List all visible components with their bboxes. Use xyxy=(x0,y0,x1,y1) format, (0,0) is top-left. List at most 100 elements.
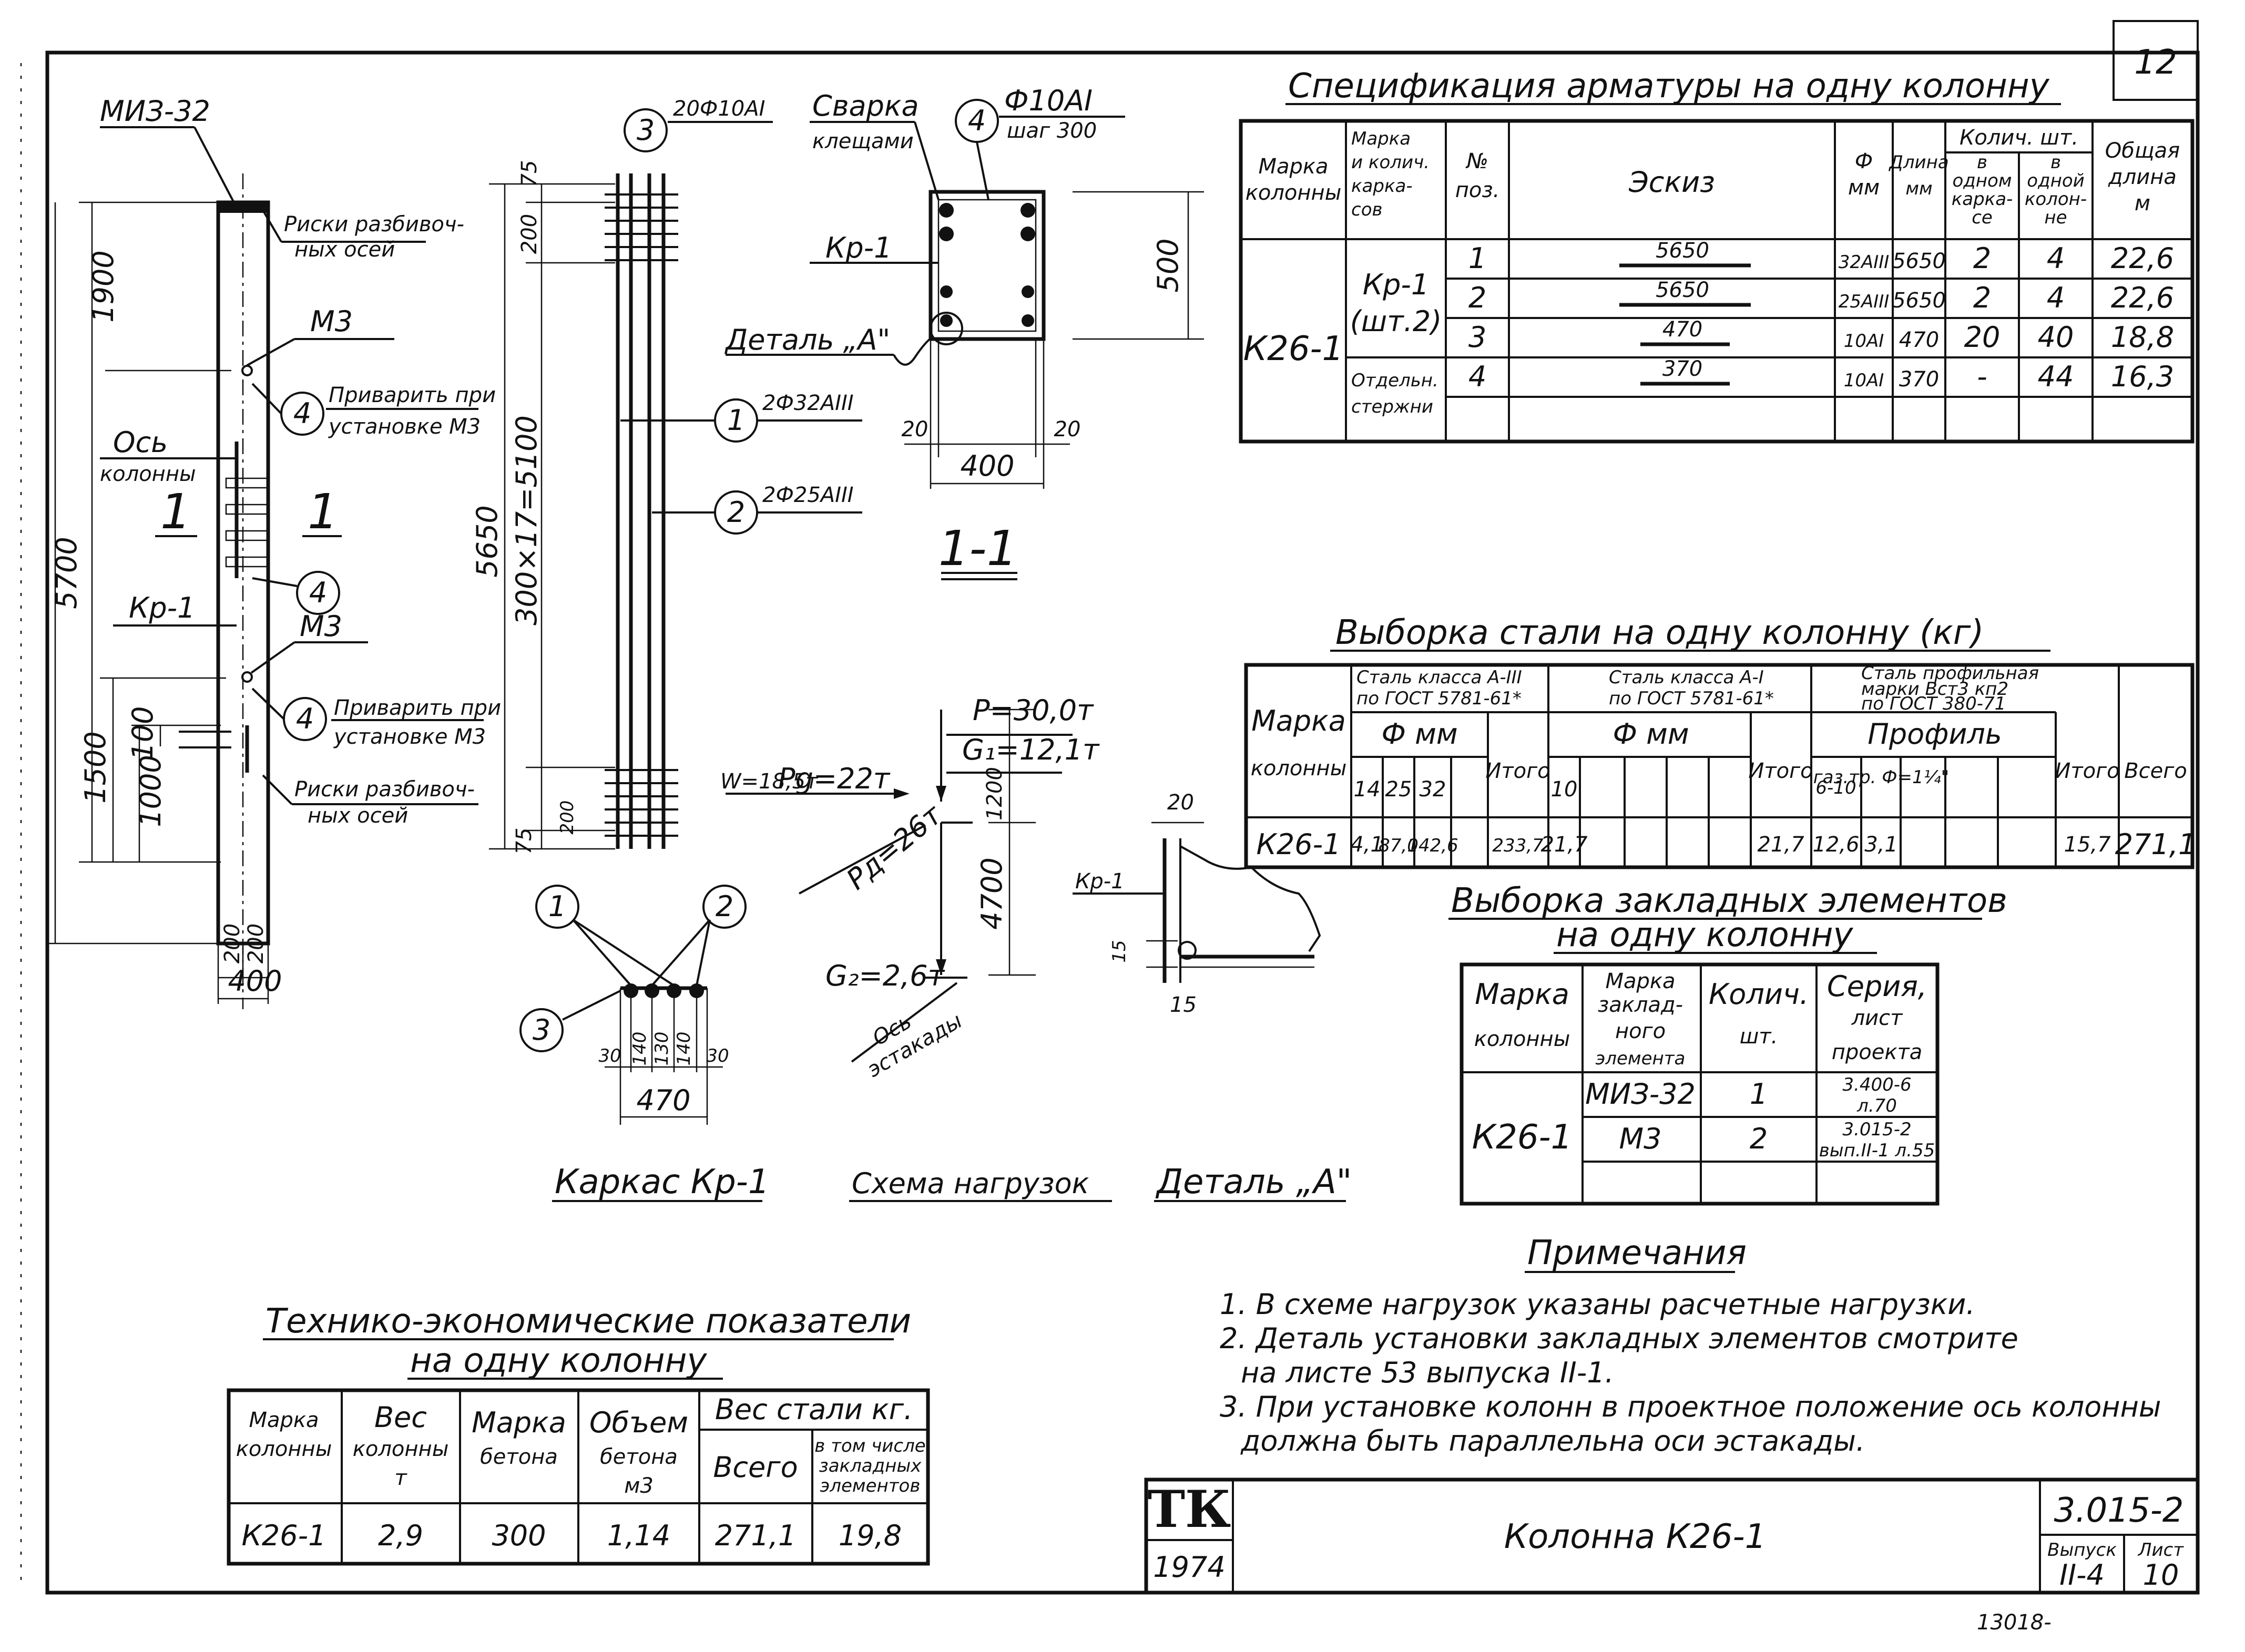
stamp-logo: ТК xyxy=(1148,1480,1231,1539)
list-value: 10 xyxy=(2143,1558,2179,1592)
spec-otd-1: Отдельн. xyxy=(1351,370,1438,391)
spec-h-kolich: Колич. шт. xyxy=(1960,126,2078,150)
list-label: Лист xyxy=(2137,1540,2184,1561)
section-kp-label: Кр-1 xyxy=(825,231,892,264)
steel-h-d32: 32 xyxy=(1420,777,1446,802)
spec-h-dlina-2: мм xyxy=(1905,178,1932,199)
tep-h-ves-stali: Вес стали кг. xyxy=(715,1393,913,1426)
svg-text:3: 3 xyxy=(637,114,655,147)
svg-text:370: 370 xyxy=(1662,357,1702,381)
riski-top-1: Риски разбивоч- xyxy=(284,212,464,237)
sect-dim-140-b: 140 xyxy=(674,1032,695,1066)
svg-text:12,6: 12,6 xyxy=(1812,833,1859,857)
spec-h-eskiz: Эскиз xyxy=(1628,166,1715,199)
emb-row: М3 2 3.015-2 вып.II-1 л.55 xyxy=(1619,1119,1935,1161)
dim-5700: 5700 xyxy=(50,537,83,609)
tep-h-vsego: Всего xyxy=(713,1451,798,1484)
section-dim-500: 500 xyxy=(1151,238,1185,292)
emb-h-zakl-4: элемента xyxy=(1596,1048,1686,1069)
dim-100: 100 xyxy=(126,706,159,760)
steel-h-profile: Профиль xyxy=(1868,717,2002,751)
vypusk-value: II-4 xyxy=(2059,1558,2105,1592)
notes: Примечания 1. В схеме нагрузок указаны р… xyxy=(1220,1234,2161,1458)
cage-kp1: 3 20Ф10АI 1 2Ф32АIII 2 2Ф25АIII 75 200 5… xyxy=(471,97,862,1202)
svg-text:5650: 5650 xyxy=(1892,289,1946,313)
sect-dim-130: 130 xyxy=(651,1032,672,1066)
callout-3-sect xyxy=(519,1008,564,1052)
steel-h-d10: 10 xyxy=(1551,777,1578,802)
sheet-title: Колонна К26-1 xyxy=(1504,1517,1767,1556)
steel-h-marka-2: колонны xyxy=(1251,756,1347,781)
spec-h-vc-3: колон- xyxy=(2025,189,2087,210)
notes-title: Примечания xyxy=(1527,1234,1747,1273)
spec-h-total-2: длина xyxy=(2108,165,2177,189)
svg-text:2: 2 xyxy=(1468,281,1486,314)
tep-h-ves-1: Вес xyxy=(374,1401,427,1434)
sheet-number-box: 12 xyxy=(2113,20,2199,101)
steel-h-phi-a3: Ф мм xyxy=(1381,717,1457,751)
spec-karkas-mark-2: (шт.2) xyxy=(1350,305,1442,338)
spec-row: 3 470 10АI 470 20 40 18,8 xyxy=(1468,317,2174,354)
spec-h-vk-1: в xyxy=(1977,152,1987,173)
steel-h-d14: 14 xyxy=(1354,777,1381,802)
svg-text:3,1: 3,1 xyxy=(1864,833,1898,857)
svg-text:10АI: 10АI xyxy=(1844,370,1884,391)
section-dim-20-right: 20 xyxy=(1054,417,1081,442)
svg-text:16,3: 16,3 xyxy=(2111,360,2174,393)
bar-2-label: 2Ф25АIII xyxy=(762,483,854,507)
emb-row: МИЗ-32 1 3.400-6 л.70 xyxy=(1585,1074,1912,1116)
cage-dim-200-top: 200 xyxy=(517,214,542,254)
svg-text:4: 4 xyxy=(2047,281,2065,314)
tep-h-beton-2: бетона xyxy=(480,1445,558,1469)
detail-dim-15-a: 15 xyxy=(1109,940,1130,962)
sheet-code: 3.015-2 xyxy=(2054,1491,2183,1530)
miz-label: МИЗ-32 xyxy=(100,95,210,128)
svg-text:К26-1: К26-1 xyxy=(242,1519,326,1552)
note-line-4: 3. При установке колонн в проектное поло… xyxy=(1220,1390,2161,1423)
spec-row: 2 5650 25АIII 5650 2 4 22,6 xyxy=(1468,278,2174,314)
tep-h-obem-3: м3 xyxy=(624,1474,654,1498)
spec-h-vc-2: одной xyxy=(2027,170,2084,191)
detail-dim-20: 20 xyxy=(1167,791,1194,815)
spec-h-dlina-1: Длина xyxy=(1888,152,1948,173)
spec-h-marka-1: Марка xyxy=(1258,155,1328,179)
detail-kp: Кр-1 xyxy=(1075,869,1125,894)
dim-1500: 1500 xyxy=(79,731,112,803)
spec-h-karkas-1: Марка xyxy=(1351,128,1411,149)
svg-text:3.400-6: 3.400-6 xyxy=(1842,1074,1911,1095)
tep-h-ves-3: т xyxy=(394,1466,407,1490)
svg-text:21,7: 21,7 xyxy=(1540,833,1588,857)
spec-row: 4 370 10АI 370 - 44 16,3 xyxy=(1468,357,2174,393)
tep-title-2: на одну колонну xyxy=(410,1341,707,1380)
svg-text:4: 4 xyxy=(2047,242,2065,275)
svg-text:470: 470 xyxy=(1899,328,1939,352)
emb-column-mark: К26-1 xyxy=(1472,1118,1573,1157)
sect-dim-140-a: 140 xyxy=(629,1032,650,1066)
tep-row: К26-1 2,9 300 1,14 271,1 19,8 xyxy=(242,1519,902,1552)
spec-h-poz-2: поз. xyxy=(1455,178,1500,202)
load-g2: G₂=2,6т xyxy=(825,959,945,992)
spec-h-vk-3: карка- xyxy=(1952,189,2013,210)
column-elevation: МИЗ-32 Риски разбивоч- ных осей М3 4 При… xyxy=(47,95,501,1009)
m3-bottom-label: М3 xyxy=(300,610,342,643)
dim-200-b: 200 xyxy=(244,924,268,963)
emb-h-marka-2: колонны xyxy=(1474,1027,1570,1051)
svg-text:4,1: 4,1 xyxy=(1350,833,1384,857)
spec-h-vc-4: не xyxy=(2044,207,2067,228)
svg-text:271,1: 271,1 xyxy=(2115,828,2197,861)
vypusk-label: Выпуск xyxy=(2047,1540,2117,1561)
svg-text:3: 3 xyxy=(533,1013,550,1046)
steel-h-prof-2: марки Вст3 кп2 xyxy=(1861,679,2008,700)
emb-h-seria-3: проекта xyxy=(1832,1040,1923,1064)
weld-bottom-2: установке М3 xyxy=(333,725,486,749)
spec-otd-2: стержни xyxy=(1351,396,1433,417)
svg-text:271,1: 271,1 xyxy=(715,1519,797,1552)
load-p: P=30,0т xyxy=(973,694,1094,727)
section-mark-left: 1 xyxy=(160,484,191,540)
spec-h-vc-1: в xyxy=(2050,152,2061,173)
svg-text:2: 2 xyxy=(1973,281,1991,314)
cage-dim-5100: 300×17=5100 xyxy=(510,415,543,625)
spec-h-karkas-2: и колич. xyxy=(1351,152,1430,173)
spec-h-phi-2: мм xyxy=(1848,176,1880,200)
